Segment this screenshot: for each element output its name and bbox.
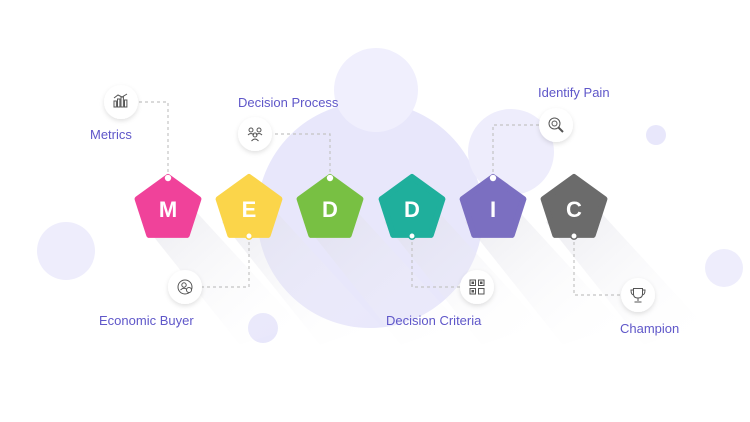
- label-metrics: Metrics: [90, 127, 132, 142]
- connector-dot-3: [326, 174, 334, 182]
- connector-identify-pain: [492, 124, 540, 178]
- bar-chart-icon: [113, 93, 128, 108]
- icon-circle-decision-process: [238, 117, 272, 151]
- icon-circle-metrics: [104, 85, 138, 119]
- letter-shadows: [142, 205, 704, 345]
- letter-text-2: E: [242, 197, 257, 222]
- connector-champion: [573, 236, 622, 296]
- connector-dot-5: [489, 174, 497, 182]
- icon-circle-champion: [621, 278, 655, 312]
- icon-circle-identify-pain: [539, 108, 573, 142]
- connector-metrics: [136, 101, 169, 178]
- connector-dot-6: [570, 232, 578, 240]
- letter-pentagon-5: [459, 174, 527, 238]
- letter-pentagon-3: [296, 174, 364, 238]
- magnifier-icon: [548, 117, 564, 133]
- letter-text-3: D: [322, 197, 338, 222]
- connector-dot-2: [245, 232, 253, 240]
- team-icon: [247, 127, 263, 142]
- label-identify-pain: Identify Pain: [538, 85, 610, 100]
- label-champion: Champion: [620, 321, 680, 336]
- qr-grid-icon: [469, 279, 485, 295]
- letter-text-1: M: [159, 197, 177, 222]
- connector-decision-process: [272, 133, 331, 178]
- trophy-icon: [630, 288, 646, 303]
- label-economic-buyer: Economic Buyer: [99, 313, 194, 328]
- letter-text-5: I: [490, 197, 496, 222]
- letter-text-4: D: [404, 197, 420, 222]
- letter-pentagon-1: [134, 174, 202, 238]
- connector-dot-4: [408, 232, 416, 240]
- connector-decision-criteria: [411, 236, 460, 288]
- icon-circle-decision-criteria: [460, 270, 494, 304]
- label-decision-process: Decision Process: [238, 95, 339, 110]
- connector-economic-buyer: [202, 236, 250, 288]
- icon-circle-economic-buyer: [168, 270, 202, 304]
- buyer-icon: [177, 279, 193, 295]
- label-decision-criteria: Decision Criteria: [386, 313, 482, 328]
- connector-dot-1: [164, 174, 172, 182]
- connectors: [136, 101, 622, 296]
- letter-text-6: C: [566, 197, 582, 222]
